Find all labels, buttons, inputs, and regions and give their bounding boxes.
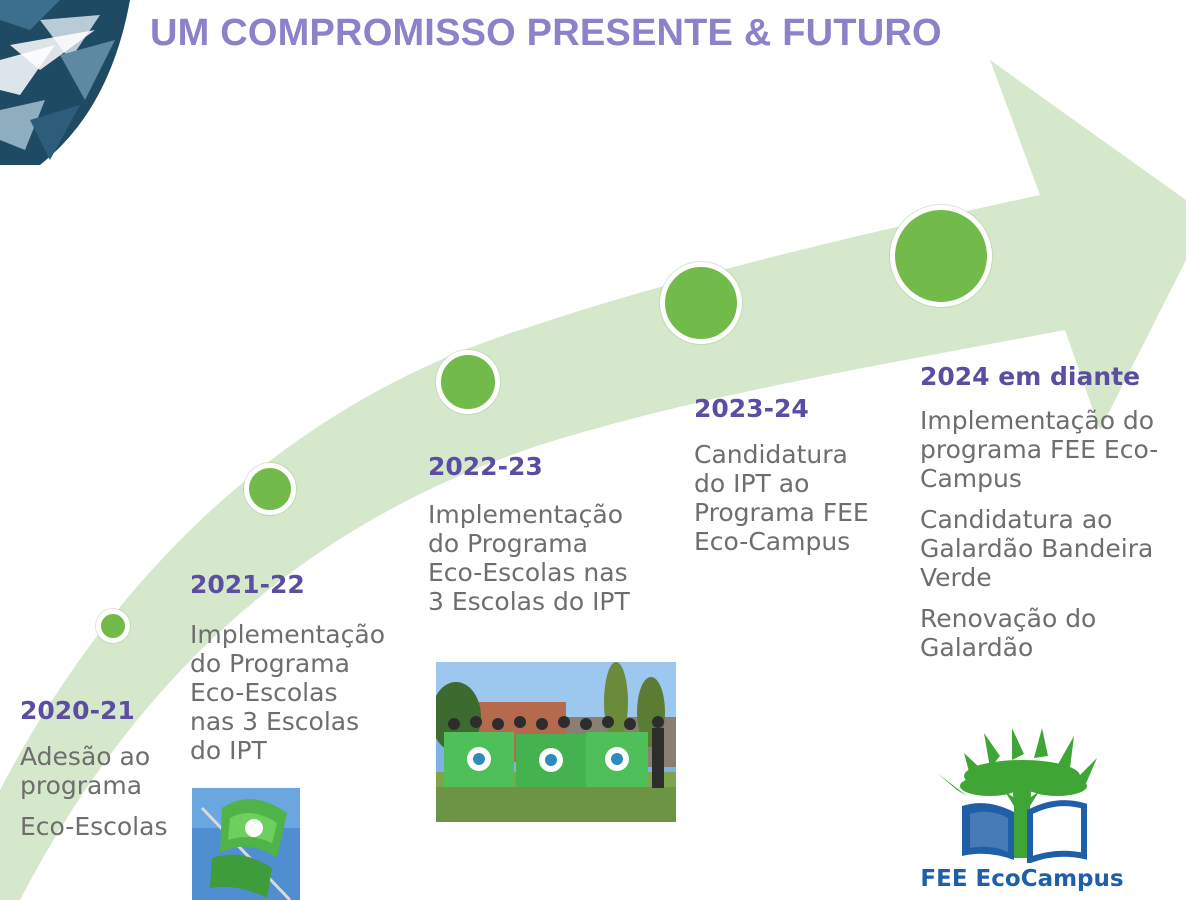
milestone-text: Candidatura do IPT ao Programa FEE Eco-C…	[694, 440, 869, 556]
timeline-dot-2023	[660, 262, 742, 344]
timeline-dot-2024	[890, 205, 992, 307]
milestone-year: 2020-21	[20, 696, 135, 725]
milestone-text: Implementação do Programa Eco-Escolas na…	[190, 620, 385, 765]
milestone-year: 2024 em diante	[920, 362, 1141, 391]
ipt-logo-icon	[0, 0, 130, 165]
milestone-year: 2021-22	[190, 570, 305, 599]
group-with-green-flags-photo	[436, 662, 676, 822]
milestone-year: 2022-23	[428, 452, 543, 481]
fee-ecocampus-logo: FEE EcoCampus	[912, 728, 1132, 898]
page-title: UM COMPROMISSO PRESENTE & FUTURO	[150, 12, 942, 54]
timeline-dot-2022	[436, 350, 500, 414]
milestone-text: Adesão ao programa Eco-Escolas	[20, 742, 168, 841]
timeline-dot-2020	[96, 609, 130, 643]
milestone-text: Implementação do Programa Eco-Escolas na…	[428, 500, 630, 616]
milestone-text: Implementação do programa FEE Eco- Campu…	[920, 406, 1159, 662]
timeline-dot-2021	[244, 463, 296, 515]
green-flag-photo	[192, 788, 300, 900]
milestone-year: 2023-24	[694, 394, 809, 423]
fee-ecocampus-logo-text: FEE EcoCampus	[920, 866, 1124, 892]
